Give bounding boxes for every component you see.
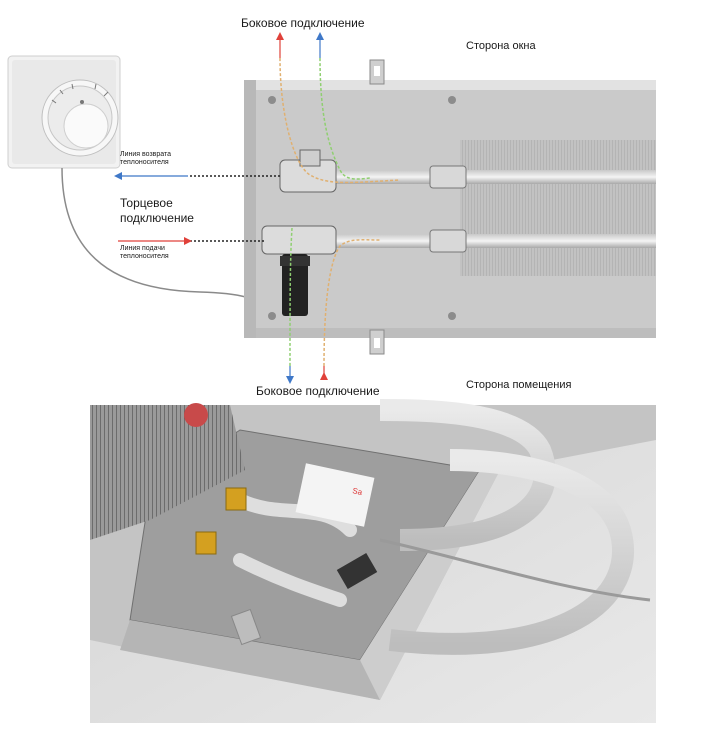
thermostat-icon [7, 55, 121, 169]
room-side-label: Сторона помещения [466, 379, 572, 391]
end-connection-label: Торцевое подключение [120, 196, 194, 226]
supply-line-label-2: теплоносителя [120, 253, 169, 260]
window-side-label: Сторона окна [466, 40, 536, 52]
thermostat-cable [61, 167, 277, 313]
end-connection-label-2: подключение [120, 211, 194, 225]
end-connection-label-1: Торцевое [120, 196, 173, 210]
supply-line-label: Линия подачи теплоносителя [120, 245, 169, 261]
supply-pipe [261, 225, 656, 255]
supply-line-label-1: Линия подачи [120, 245, 165, 252]
return-line-label-2: теплоносителя [120, 159, 169, 166]
convector-photo: Sa [90, 399, 656, 723]
svg-text:Sa: Sa [352, 486, 364, 497]
side-connection-top-label: Боковое подключение [241, 16, 365, 30]
return-line-label: Линия возврата теплоносителя [120, 151, 171, 167]
convector-tray [244, 59, 656, 355]
return-line-label-1: Линия возврата [120, 151, 172, 158]
side-connection-bottom-label: Боковое подключение [256, 384, 380, 398]
valve-actuator-icon [280, 254, 310, 316]
